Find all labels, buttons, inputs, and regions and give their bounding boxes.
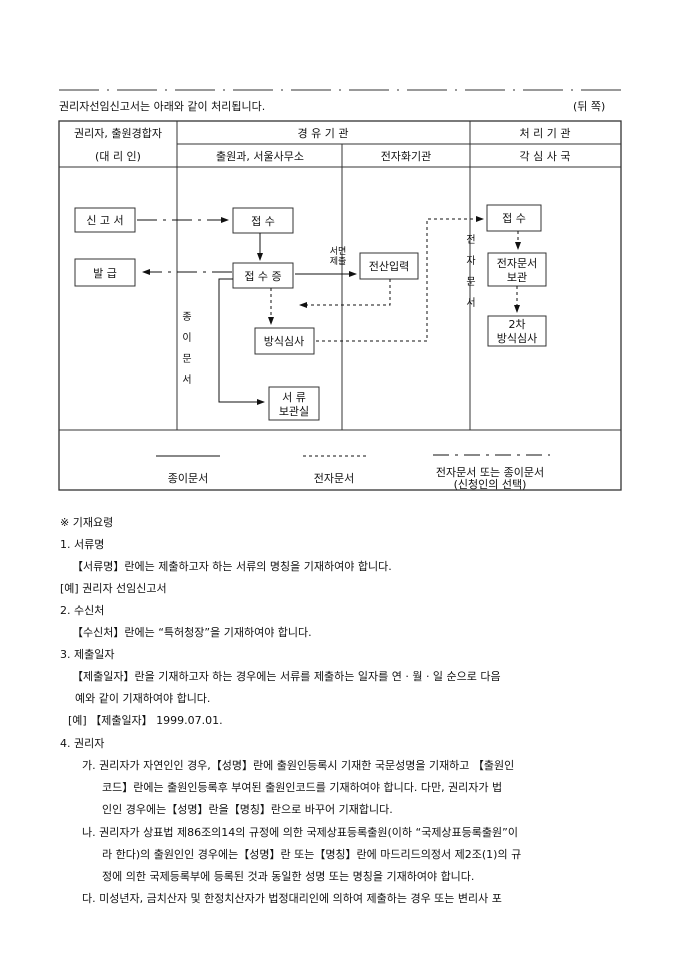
col-applicant-label: 권리자, 출원경합자	[74, 127, 162, 140]
legend-either-1: 전자문서 또는 종이문서	[436, 466, 544, 479]
digitization-header: 전자화기관	[381, 150, 432, 163]
flow-issue: 발 급	[93, 267, 117, 280]
flow-receive-2: 접 수	[502, 212, 526, 225]
via-agency-header: 경 유 기 관	[298, 127, 349, 140]
flow-estore-1: 전자문서	[497, 257, 537, 270]
col-agent-label: (대 리 인)	[95, 150, 141, 163]
elec-vertical-label: 전	[466, 234, 475, 246]
legend-electronic: 전자문서	[314, 472, 354, 485]
paper-vertical-label: 이	[182, 332, 191, 344]
exam-bureau-header: 각 심 사 국	[520, 150, 571, 163]
flow-report: 신 고 서	[86, 214, 123, 227]
example: [예] 권리자 선임신고서	[60, 582, 167, 595]
paragraph: 【제출일자】란을 기재하고자 하는 경우에는 서류를 제출하는 일자를 연 · …	[72, 670, 501, 683]
section-heading: 4. 권리자	[60, 737, 105, 750]
page-side-label: (뒤 쪽)	[573, 100, 606, 113]
paragraph: 인인 경우에는【성명】란을【명칭】란으로 바꾸어 기재합니다.	[102, 803, 393, 816]
flow-review: 방식심사	[264, 335, 304, 348]
flow-input: 전산입력	[369, 260, 409, 273]
paragraph: 정에 의한 국제등록부에 등록된 것과 동일한 성명 또는 명칭을 기재하여야 …	[102, 870, 475, 883]
processing-agency-header: 처 리 기 관	[520, 127, 571, 140]
flow-review2-1: 2차	[508, 318, 525, 331]
instructions-heading: ※ 기재요령	[60, 516, 114, 529]
paragraph: 코드】란에는 출원인등록후 부여된 출원인코드를 기재하여야 합니다. 다만, …	[102, 781, 503, 794]
paragraph: 가. 권리자가 자연인인 경우,【성명】란에 출원인등록시 기재한 국문성명을 …	[82, 759, 515, 772]
intro-text: 권리자선임신고서는 아래와 같이 처리됩니다.	[59, 100, 266, 113]
flow-receipt: 접 수 증	[244, 270, 281, 283]
flow-estore-2: 보관	[507, 271, 527, 284]
via-office-header: 출원과, 서울사무소	[216, 150, 304, 163]
legend-either-2: (신청인의 선택)	[454, 478, 527, 491]
example: [예] 【제출일자】 1999.07.01.	[68, 714, 223, 727]
paragraph: 다. 미성년자, 금치산자 및 한정치산자가 법정대리인에 의하여 제출하는 경…	[82, 892, 502, 905]
flow-receive: 접 수	[251, 215, 275, 228]
flow-review2-2: 방식심사	[497, 332, 537, 345]
paragraph: 【서류명】란에는 제출하고자 하는 서류의 명칭을 기재하여야 합니다.	[72, 560, 392, 573]
flow-written-2: 제출	[330, 256, 347, 267]
paper-vertical-label: 문	[182, 353, 191, 365]
flow-archive-1: 서 류	[282, 391, 306, 404]
elec-vertical-label: 서	[466, 297, 475, 309]
process-table	[58, 120, 622, 491]
paragraph: 라 한다)의 출원인인 경우에는【성명】란 또는【명칭】란에 마드리드의정서 제…	[102, 848, 522, 861]
section-heading: 2. 수신처	[60, 604, 105, 617]
section-heading: 3. 제출일자	[60, 648, 115, 661]
paper-vertical-label: 종	[182, 311, 191, 323]
paper-vertical-label: 서	[182, 374, 191, 386]
legend-paper: 종이문서	[168, 472, 208, 485]
elec-vertical-label: 자	[466, 255, 475, 267]
flow-written-1: 서면	[330, 246, 347, 257]
elec-vertical-label: 문	[466, 276, 475, 288]
flow-archive-2: 보관실	[279, 405, 309, 418]
paragraph: 나. 권리자가 상표법 제86조의14의 규정에 의한 국제상표등록출원(이하 …	[82, 826, 518, 839]
paragraph: 예와 같이 기재하여야 합니다.	[75, 692, 211, 705]
paragraph: 【수신처】란에는 “특허청장”을 기재하여야 합니다.	[72, 626, 312, 639]
section-heading: 1. 서류명	[60, 538, 105, 551]
